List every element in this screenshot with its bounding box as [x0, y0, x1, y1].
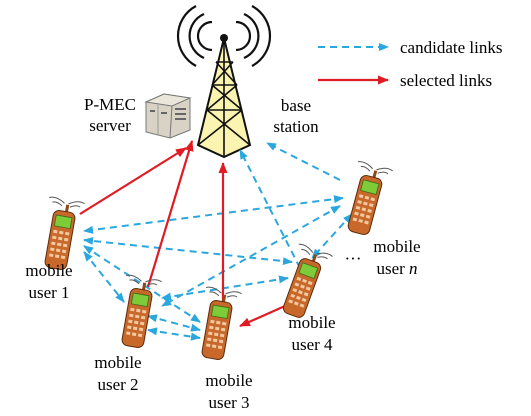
ellipsis-label: ···: [345, 249, 362, 268]
user-4-label-line1: mobile: [288, 313, 335, 332]
candidate-link: [83, 236, 293, 266]
user-1-label-line1: mobile: [25, 261, 72, 280]
legend-candidate-label: candidate links: [400, 38, 502, 57]
mobile-user-2-phone-icon: [113, 273, 163, 351]
selected-link: [146, 140, 194, 288]
user-n-label-var: n: [409, 259, 418, 278]
candidate-link: [311, 213, 353, 259]
user-2-label-line2: user 2: [97, 375, 138, 394]
user-4-label-line2: user 4: [291, 335, 333, 354]
legend: candidate links selected links: [318, 38, 502, 90]
candidate-link: [83, 251, 125, 303]
user-3-label-line2: user 3: [208, 393, 249, 412]
server-icon: [144, 93, 192, 139]
user-n-label-prefix: user: [376, 259, 409, 278]
base-station-label-line2: station: [273, 117, 319, 136]
user-1-label-line2: user 1: [28, 283, 69, 302]
user-n-label-line2: user n: [376, 259, 417, 278]
server-label-line2: server: [89, 116, 131, 135]
user-3-label-line1: mobile: [205, 371, 252, 390]
legend-selected-label: selected links: [400, 71, 492, 90]
candidate-link: [147, 314, 201, 332]
candidate-link: [239, 149, 301, 269]
mobile-user-3-phone-icon: [193, 285, 243, 363]
candidate-link: [83, 195, 344, 234]
user-n-label-line1: mobile: [373, 237, 420, 256]
server-label-line1: P-MEC: [84, 95, 136, 114]
candidate-links: [83, 142, 353, 341]
base-station-label-line1: base: [281, 96, 311, 115]
selected-link: [79, 147, 187, 215]
user-2-label-line1: mobile: [94, 353, 141, 372]
candidate-link: [147, 327, 201, 341]
mobile-user-4-phone-icon: [274, 242, 334, 322]
candidate-link: [161, 205, 341, 307]
mobile-user-n-phone-icon: [339, 160, 394, 239]
selected-link: [239, 304, 286, 328]
base-station-icon: [176, 5, 272, 159]
candidate-link: [266, 142, 341, 181]
candidate-link: [161, 275, 289, 301]
selected-links: [79, 140, 286, 328]
